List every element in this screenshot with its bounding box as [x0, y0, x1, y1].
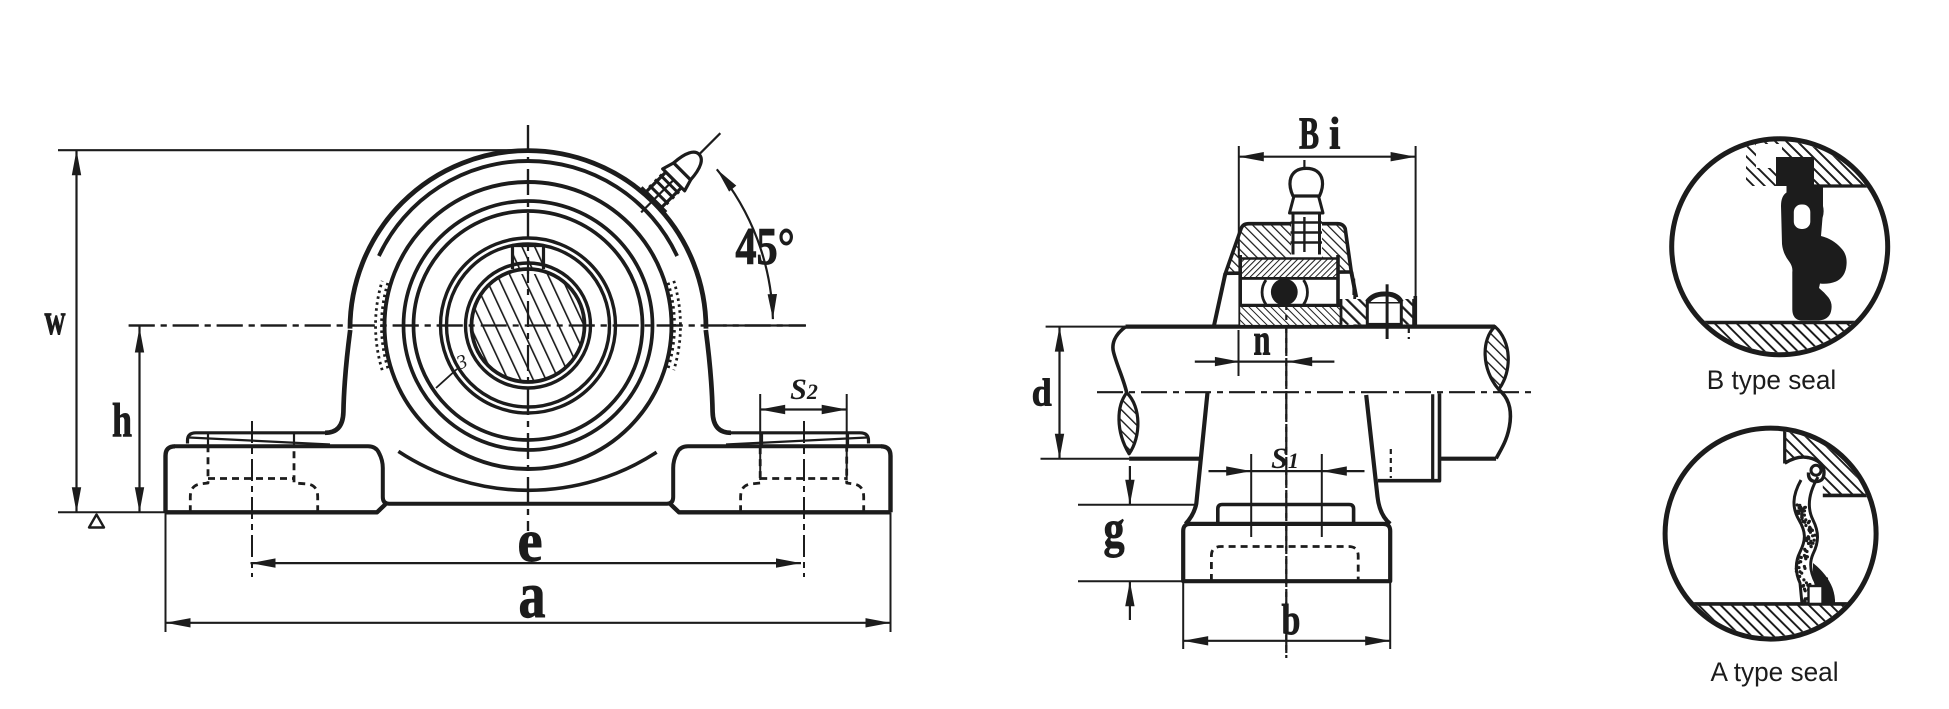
- svg-text:A type seal: A type seal: [1710, 657, 1838, 687]
- svg-text:g: g: [1103, 501, 1124, 558]
- svg-text:45°: 45°: [735, 218, 794, 277]
- svg-text:S2: S2: [790, 373, 818, 406]
- svg-text:b: b: [1282, 596, 1301, 644]
- svg-text:B: B: [1299, 110, 1319, 159]
- svg-text:n: n: [1254, 316, 1271, 365]
- svg-text:w: w: [45, 296, 66, 344]
- svg-text:i: i: [1329, 110, 1340, 159]
- svg-text:d: d: [1032, 372, 1052, 415]
- svg-text:S1: S1: [1271, 442, 1299, 475]
- svg-text:a: a: [518, 559, 545, 632]
- svg-text:h: h: [112, 394, 132, 447]
- svg-text:B type seal: B type seal: [1707, 365, 1836, 395]
- svg-text:e: e: [517, 507, 542, 574]
